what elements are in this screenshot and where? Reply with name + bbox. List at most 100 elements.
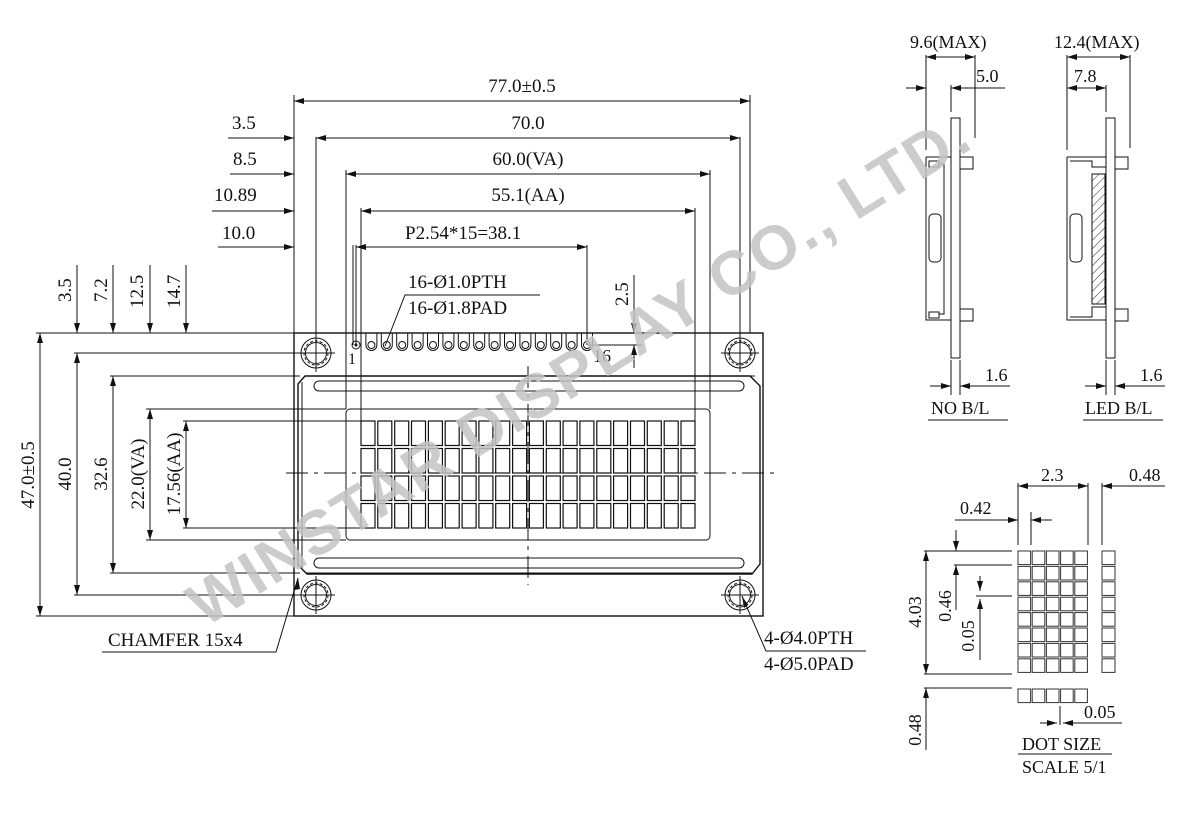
dot	[1074, 581, 1088, 596]
char-cell	[495, 447, 511, 474]
dim-offset-va-h: 8.5	[233, 149, 257, 170]
dot	[1101, 612, 1116, 627]
char-cell	[528, 502, 545, 529]
dot	[1045, 658, 1060, 673]
dot	[1031, 581, 1046, 596]
dim-offset-holes-v: 3.5	[55, 278, 76, 302]
side-nobl-pcb: 1.6	[985, 365, 1008, 385]
char-cell	[680, 502, 696, 529]
dot	[1031, 612, 1046, 627]
char-cell	[427, 475, 443, 502]
char-cell	[377, 447, 393, 474]
char-cell	[478, 475, 494, 502]
char-cell	[562, 502, 578, 529]
dim-offset-holes-h: 3.5	[232, 113, 256, 134]
dot	[1045, 642, 1060, 658]
char-cell	[612, 475, 629, 502]
dot	[1045, 612, 1060, 627]
char-cell	[663, 420, 679, 447]
dim-pin-offset: 2.5	[612, 282, 633, 306]
char-cell	[612, 420, 629, 447]
char-cell	[562, 475, 578, 502]
dim-offset-va-v: 12.5	[127, 275, 148, 308]
pin-hole	[457, 333, 470, 351]
pin-hole	[488, 333, 501, 351]
dot	[1060, 612, 1074, 627]
pin-hole	[550, 333, 563, 351]
dot	[1017, 581, 1032, 596]
side-led-pcb: 1.6	[1140, 365, 1163, 385]
char-cell	[461, 420, 477, 447]
dot	[1074, 658, 1088, 673]
dot	[1017, 627, 1032, 643]
char-cell	[461, 502, 477, 529]
char-cell	[562, 447, 578, 474]
char-cell	[579, 447, 595, 474]
front-view: 1 16 16-Ø1.0PTH 16-Ø1.8PAD 2.5 77.0±0.5 …	[18, 76, 866, 675]
char-cell	[410, 420, 427, 447]
cursor-dot	[1031, 688, 1046, 704]
dot	[1031, 596, 1046, 612]
pin-hole	[396, 333, 409, 351]
mounting-holes	[297, 334, 759, 614]
dot	[1045, 565, 1060, 581]
dim-pin-pitch: P2.54*15=38.1	[405, 223, 521, 244]
char-cell	[596, 475, 612, 502]
mounting-hole	[721, 334, 759, 372]
char-cell	[680, 447, 696, 474]
char-cell	[612, 447, 629, 474]
dim-active-area-h: 55.1(AA)	[491, 185, 564, 206]
side-led-max: 12.4(MAX)	[1054, 32, 1140, 53]
char-cell	[596, 447, 612, 474]
dot-gap-v: 0.05	[958, 620, 978, 652]
dim-offset-aa-v: 14.7	[164, 275, 185, 308]
char-cell	[663, 502, 679, 529]
cursor-dot	[1074, 688, 1088, 704]
char-cell	[444, 502, 460, 529]
char-cell	[596, 502, 612, 529]
bezel-slot-top	[313, 380, 745, 392]
side-view-led-backlight: 12.4(MAX) 7.8 1.6 LED B/L	[1054, 32, 1165, 421]
char-cell	[680, 475, 696, 502]
cursor-dot	[1017, 688, 1032, 704]
char-cell	[511, 420, 528, 447]
bezel-outline	[297, 375, 761, 575]
pin-1-label: 1	[348, 351, 356, 368]
side-view-no-backlight: 9.6(MAX) 5.0 1.6 NO B/L	[906, 32, 1010, 421]
dot	[1045, 550, 1060, 566]
pin-pth-label: 16-Ø1.0PTH	[408, 272, 507, 293]
dim-offset-pin1: 10.0	[222, 223, 255, 244]
side-nobl-label: NO B/L	[931, 398, 990, 418]
pin-hole	[565, 333, 578, 351]
mount-pad-label: 4-Ø5.0PAD	[764, 654, 854, 675]
dot	[1060, 642, 1074, 658]
char-cell	[545, 475, 561, 502]
dim-bezel-height: 32.6	[91, 457, 112, 490]
dim-viewing-area-h: 60.0(VA)	[493, 149, 564, 170]
char-cell	[377, 475, 393, 502]
dot-scale: SCALE 5/1	[1022, 757, 1107, 777]
dim-hole-pitch-v: 40.0	[55, 457, 76, 490]
char-cell	[545, 420, 561, 447]
dot	[1045, 581, 1060, 596]
char-cell	[478, 420, 494, 447]
dot	[1060, 550, 1074, 566]
dot	[1017, 596, 1032, 612]
dot	[1101, 627, 1116, 643]
char-cell	[444, 475, 460, 502]
dim-overall-width: 77.0±0.5	[488, 76, 555, 97]
pin-holes	[351, 333, 593, 351]
char-cell	[629, 420, 646, 447]
dot	[1017, 565, 1032, 581]
dot	[1101, 596, 1116, 612]
pin-pad-label: 16-Ø1.8PAD	[408, 298, 507, 319]
char-cell	[545, 502, 561, 529]
char-cell	[596, 420, 612, 447]
cursor-dot	[1060, 688, 1074, 704]
mounting-hole	[721, 576, 759, 614]
dot	[1101, 581, 1116, 596]
char-cell	[579, 502, 595, 529]
bezel-slot-bottom	[313, 557, 745, 569]
char-cell	[495, 420, 511, 447]
